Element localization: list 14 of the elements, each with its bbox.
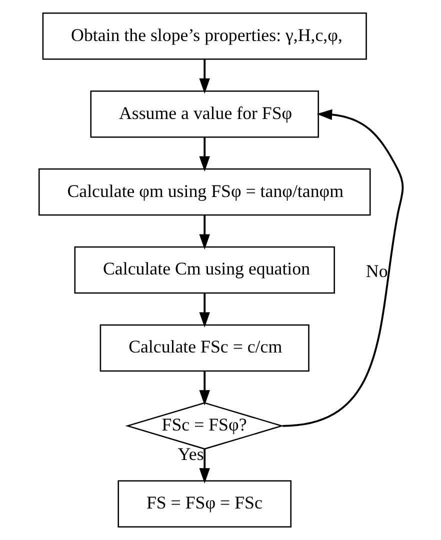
- node-box: FS = FSφ = FSc: [117, 480, 292, 528]
- arrow: [198, 215, 210, 250]
- node-box: Calculate φm using FSφ = tanφ/tanφm: [38, 168, 370, 216]
- node-box: Assume a value for FSφ: [90, 90, 318, 138]
- node-box: Calculate Cm using equation: [74, 246, 334, 294]
- edge-label: No: [365, 260, 388, 281]
- arrow: [198, 137, 210, 172]
- arrow: [198, 293, 210, 328]
- arrow: [198, 371, 210, 406]
- arrow: [282, 109, 404, 427]
- arrow: [198, 59, 210, 94]
- node-box: Calculate FSc = c/cm: [99, 324, 309, 372]
- arrow: [198, 449, 210, 484]
- node-box: Obtain the slope’s properties: γ,H,c,φ,: [42, 12, 366, 60]
